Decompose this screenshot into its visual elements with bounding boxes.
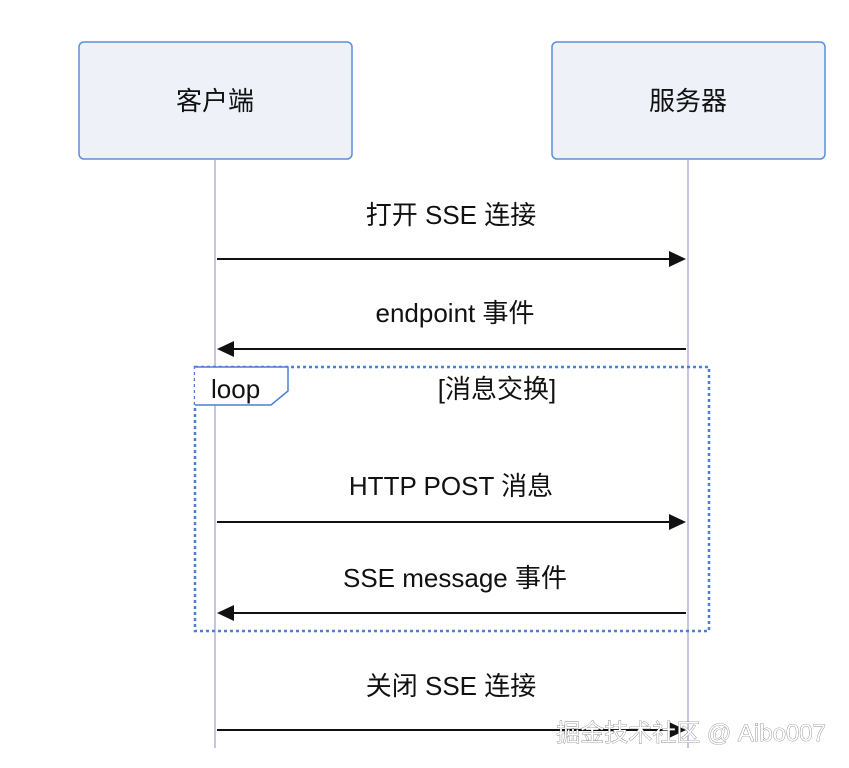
message-label: 关闭 SSE 连接: [366, 671, 536, 701]
message-sse-message-event: SSE message 事件: [217, 563, 686, 621]
arrowhead-right: [669, 722, 686, 738]
arrowhead-left: [217, 605, 234, 621]
arrowhead-right: [669, 514, 686, 530]
message-label: SSE message 事件: [343, 563, 567, 593]
loop-condition-label: [消息交换]: [438, 374, 556, 404]
message-label: 打开 SSE 连接: [366, 200, 536, 230]
message-label: HTTP POST 消息: [349, 471, 553, 501]
message-close-sse: 关闭 SSE 连接: [217, 671, 686, 738]
client-label: 客户端: [176, 86, 254, 116]
loop-frame: loop [消息交换]: [193, 365, 711, 633]
loop-tab: [195, 366, 289, 406]
arrowhead-left: [217, 341, 234, 357]
arrowhead-right: [669, 251, 686, 267]
client-participant: 客户端: [78, 41, 353, 160]
message-open-sse: 打开 SSE 连接: [217, 200, 686, 267]
watermark: 掘金技术社区 @ Aibo007: [556, 720, 826, 747]
message-label: endpoint 事件: [376, 298, 535, 328]
loop-keyword: loop: [211, 374, 260, 404]
message-http-post: HTTP POST 消息: [217, 471, 686, 530]
server-label: 服务器: [649, 86, 727, 116]
message-endpoint-event: endpoint 事件: [217, 298, 686, 357]
server-participant: 服务器: [551, 41, 826, 160]
